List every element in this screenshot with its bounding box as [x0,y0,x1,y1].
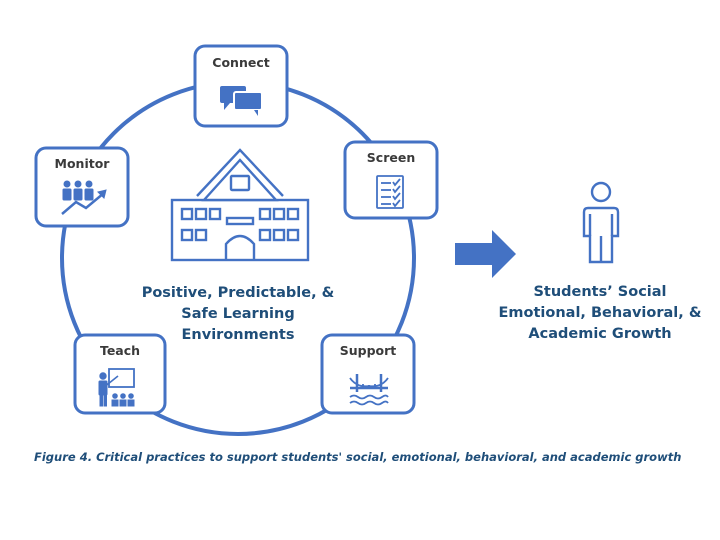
checklist-icon [376,175,404,209]
node-teach-label: Teach [100,343,140,358]
outcome-line-1: Students’ Social [533,284,666,300]
student-person-icon [582,181,620,264]
node-support: Support [320,333,416,415]
school-building-icon [170,148,310,262]
center-label: Positive, Predictable, & Safe Learning E… [142,285,335,343]
node-teach: Teach [73,333,167,415]
node-monitor: Monitor [34,146,130,228]
group-growth-icon [61,180,107,215]
center-line-2: Safe Learning [181,306,294,322]
outcome-line-3: Academic Growth [528,326,671,342]
bridge-icon [349,374,389,406]
node-monitor-label: Monitor [55,156,111,171]
node-screen-label: Screen [367,150,415,165]
node-support-label: Support [340,343,397,358]
node-screen: Screen [343,140,439,220]
outcome-label: Students’ Social Emotional, Behavioral, … [499,284,702,342]
figure-caption: Figure 4. Critical practices to support … [34,450,682,464]
center-line-1: Positive, Predictable, & [142,285,335,301]
outcome-line-2: Emotional, Behavioral, & [499,305,702,321]
chat-bubbles-icon [220,86,263,116]
right-arrow [455,230,516,278]
node-connect-label: Connect [212,55,269,70]
center-line-3: Environments [182,327,295,343]
teacher-icon [98,368,135,407]
node-connect: Connect [193,44,289,128]
